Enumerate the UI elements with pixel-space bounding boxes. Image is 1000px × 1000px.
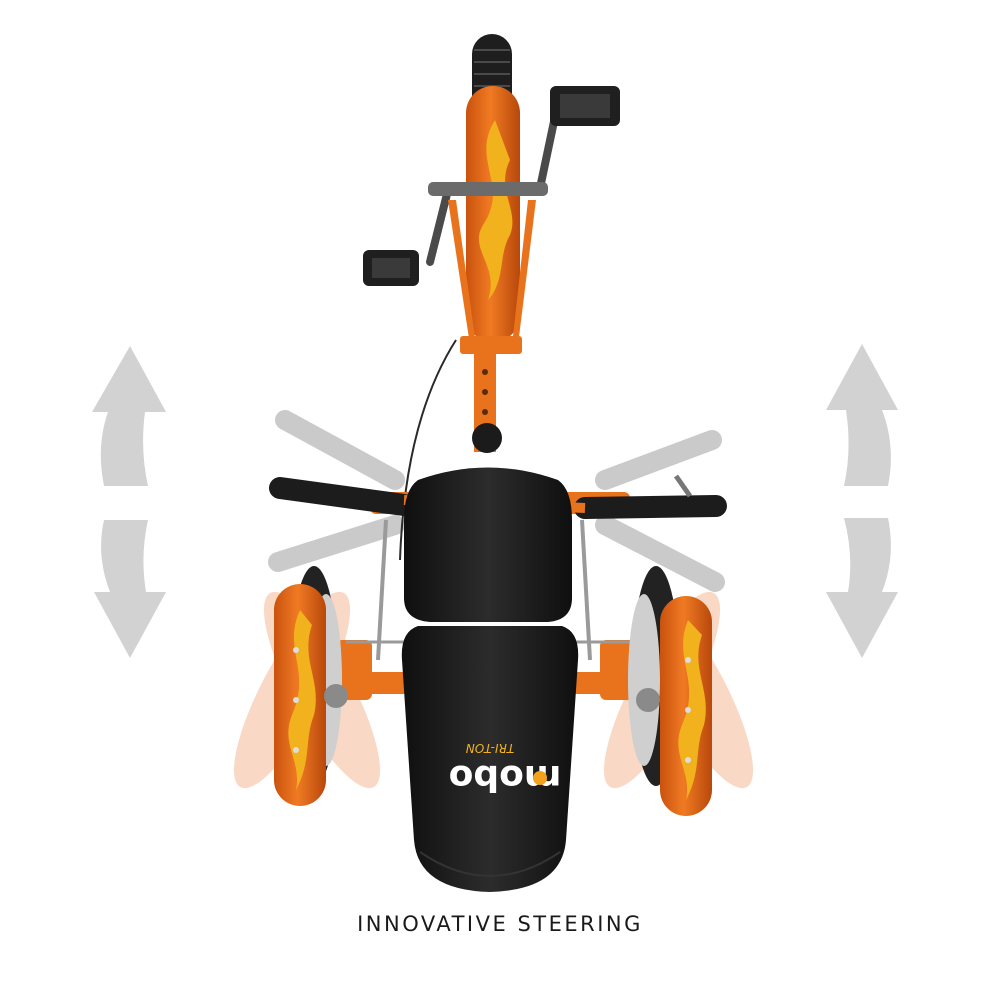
frame-tube: [399, 339, 502, 561]
left-rear-wheel: [274, 566, 348, 806]
seat-cushion: [401, 626, 579, 892]
arrow-up-icon: [826, 344, 898, 486]
pedal-crank: [363, 86, 620, 286]
arrow-up-icon: [92, 346, 166, 486]
seat-backrest: [404, 467, 572, 622]
arrow-down-icon: [826, 518, 898, 658]
front-wheel: [466, 34, 520, 342]
seat-adjust-knob: [472, 423, 502, 453]
right-rear-wheel: [628, 566, 712, 816]
caption: INNOVATIVE STEERING: [357, 912, 643, 936]
ghost-handlebars: [268, 410, 725, 592]
arrow-down-icon: [94, 520, 166, 658]
left-steering-arrows: [92, 346, 166, 658]
logo-model: TRI-TON: [466, 741, 514, 755]
front-fork: [448, 200, 536, 354]
right-steering-arrows: [826, 344, 898, 658]
seat-logo: mobo TRI-TON: [449, 741, 562, 798]
